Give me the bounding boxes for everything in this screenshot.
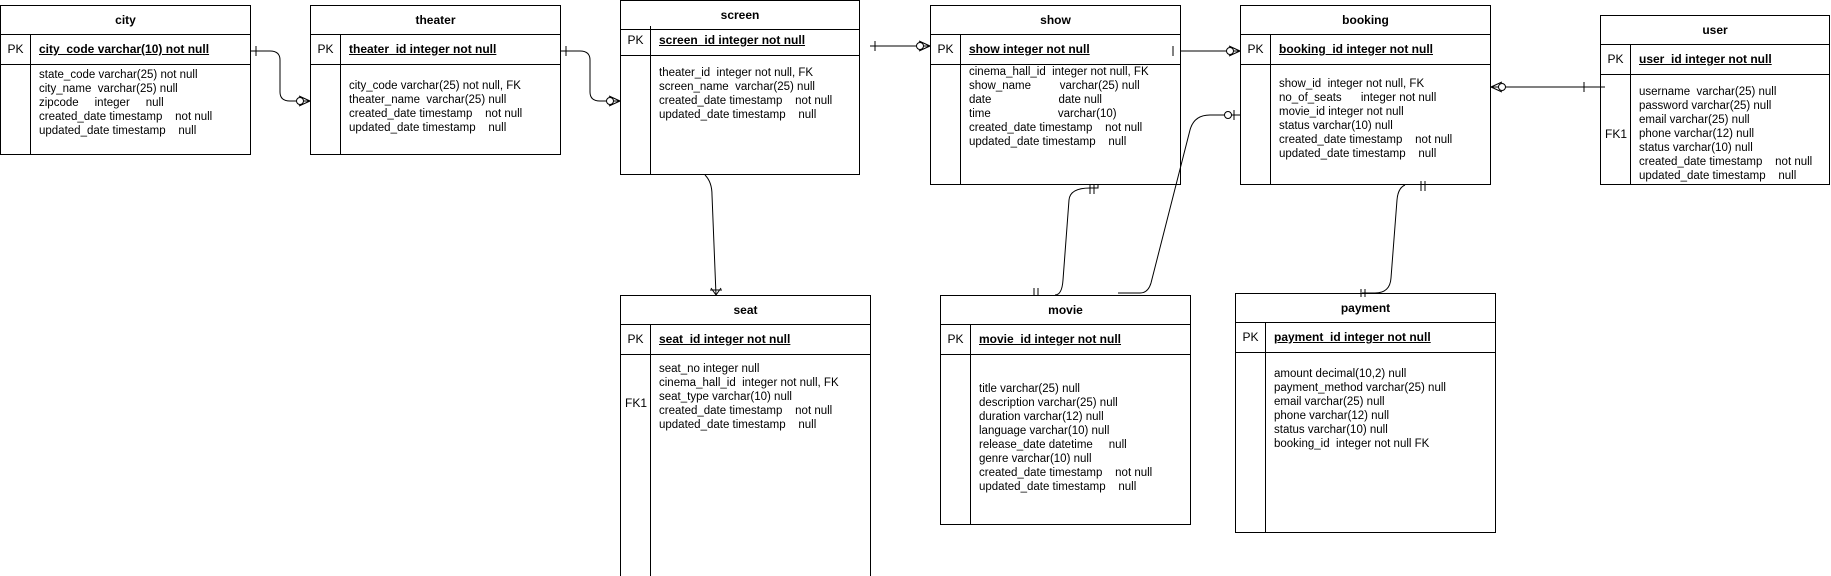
- pk-label: PK: [621, 325, 651, 354]
- relationship-screen-show[interactable]: [870, 40, 931, 52]
- attribute-list: username varchar(25) null password varch…: [1639, 86, 1813, 182]
- pk-label: PK: [941, 325, 971, 354]
- key-column: [941, 355, 971, 524]
- relationship-screen-seat[interactable]: [704, 174, 722, 296]
- pk-field: theater_id integer not null: [349, 42, 497, 56]
- entity-city[interactable]: city PK city_code varchar(10) not null s…: [0, 5, 251, 155]
- key-column: [931, 65, 961, 184]
- pk-row: PK theater_id integer not null: [311, 35, 560, 65]
- key-column: [1241, 65, 1271, 184]
- entity-title: theater: [311, 6, 560, 35]
- attribute-section: cinema_hall_id integer not null, FK show…: [931, 65, 1180, 184]
- pk-field: payment_id integer not null: [1274, 330, 1431, 344]
- attribute-section: theater_id integer not null, FK screen_n…: [621, 56, 859, 174]
- pk-row: PK payment_id integer not null: [1236, 323, 1495, 353]
- pk-field: seat_id integer not null: [659, 332, 791, 346]
- pk-label: PK: [1, 35, 31, 64]
- attribute-section: amount decimal(10,2) null payment_method…: [1236, 353, 1495, 532]
- entity-theater[interactable]: theater PK theater_id integer not null c…: [310, 5, 561, 155]
- attribute-list: theater_id integer not null, FK screen_n…: [659, 67, 833, 121]
- entity-screen[interactable]: screen PK screen_id integer not null the…: [620, 0, 860, 175]
- attribute-section: title varchar(25) null description varch…: [941, 355, 1190, 524]
- fk-label: FK1: [1604, 127, 1627, 141]
- fk-label: FK1: [624, 396, 647, 410]
- relationship-city-theater[interactable]: [251, 46, 311, 107]
- attribute-section: state_code varchar(25) not null city_nam…: [1, 65, 250, 154]
- pk-row: PK booking_id integer not null: [1241, 35, 1490, 65]
- relationship-movie-show[interactable]: [1033, 184, 1099, 296]
- relationship-theater-screen[interactable]: [561, 46, 621, 107]
- pk-row: PK city_code varchar(10) not null: [1, 35, 250, 65]
- pk-row: PK show integer not null: [931, 35, 1180, 65]
- pk-row: PK movie_id integer not null: [941, 325, 1190, 355]
- pk-field: screen_id integer not null: [659, 33, 806, 47]
- entity-title: booking: [1241, 6, 1490, 35]
- entity-booking[interactable]: booking PK booking_id integer not null s…: [1240, 5, 1491, 185]
- relationship-show-booking[interactable]: [1172, 45, 1241, 57]
- entity-title: screen: [621, 1, 859, 30]
- entity-movie[interactable]: movie PK movie_id integer not null title…: [940, 295, 1191, 525]
- entity-title: show: [931, 6, 1180, 35]
- pk-label: PK: [1236, 323, 1266, 352]
- entity-show[interactable]: show PK show integer not null cinema_hal…: [930, 5, 1181, 185]
- entity-user[interactable]: user PK user_id integer not null FK1 use…: [1600, 15, 1830, 185]
- entity-title: payment: [1236, 294, 1495, 323]
- attribute-section: show_id integer not null, FK no_of_seats…: [1241, 65, 1490, 184]
- key-column: [621, 355, 651, 576]
- attribute-list: seat_no integer null cinema_hall_id inte…: [659, 363, 839, 431]
- key-column: [1, 65, 31, 154]
- relationship-booking-payment[interactable]: [1360, 181, 1426, 297]
- key-column: [1601, 75, 1631, 184]
- attribute-section: city_code varchar(25) not null, FK theat…: [311, 65, 560, 154]
- attribute-list: show_id integer not null, FK no_of_seats…: [1279, 78, 1453, 160]
- entity-title: user: [1601, 16, 1829, 45]
- pk-label: PK: [1601, 45, 1631, 74]
- entity-seat[interactable]: seat PK seat_id integer not null FK1 sea…: [620, 295, 871, 576]
- relationship-user-booking[interactable]: [1490, 81, 1605, 93]
- relationship-movie-booking[interactable]: [1118, 110, 1240, 294]
- attribute-list: city_code varchar(25) not null, FK theat…: [349, 80, 523, 134]
- attribute-list: cinema_hall_id integer not null, FK show…: [969, 66, 1149, 148]
- pk-label: PK: [621, 26, 651, 55]
- attribute-list: amount decimal(10,2) null payment_method…: [1274, 368, 1446, 450]
- pk-label: PK: [311, 35, 341, 64]
- pk-field: user_id integer not null: [1639, 52, 1772, 66]
- attribute-section: FK1 username varchar(25) null password v…: [1601, 75, 1829, 184]
- pk-field: show integer not null: [969, 42, 1090, 56]
- pk-field: booking_id integer not null: [1279, 42, 1433, 56]
- pk-label: PK: [931, 35, 961, 64]
- key-column: [311, 65, 341, 154]
- entity-title: movie: [941, 296, 1190, 325]
- entity-title: city: [1, 6, 250, 35]
- pk-row: PK screen_id integer not null: [621, 26, 859, 56]
- attribute-list: state_code varchar(25) not null city_nam…: [39, 69, 213, 137]
- pk-label: PK: [1241, 35, 1271, 64]
- key-column: [1236, 353, 1266, 532]
- pk-field: city_code varchar(10) not null: [39, 42, 210, 56]
- pk-field: movie_id integer not null: [979, 332, 1122, 346]
- attribute-section: FK1 seat_no integer null cinema_hall_id …: [621, 355, 870, 576]
- pk-row: PK seat_id integer not null: [621, 325, 870, 355]
- key-column: [621, 56, 651, 174]
- pk-row: PK user_id integer not null: [1601, 45, 1829, 75]
- attribute-list: title varchar(25) null description varch…: [979, 383, 1153, 493]
- entity-title: seat: [621, 296, 870, 325]
- entity-payment[interactable]: payment PK payment_id integer not null a…: [1235, 293, 1496, 533]
